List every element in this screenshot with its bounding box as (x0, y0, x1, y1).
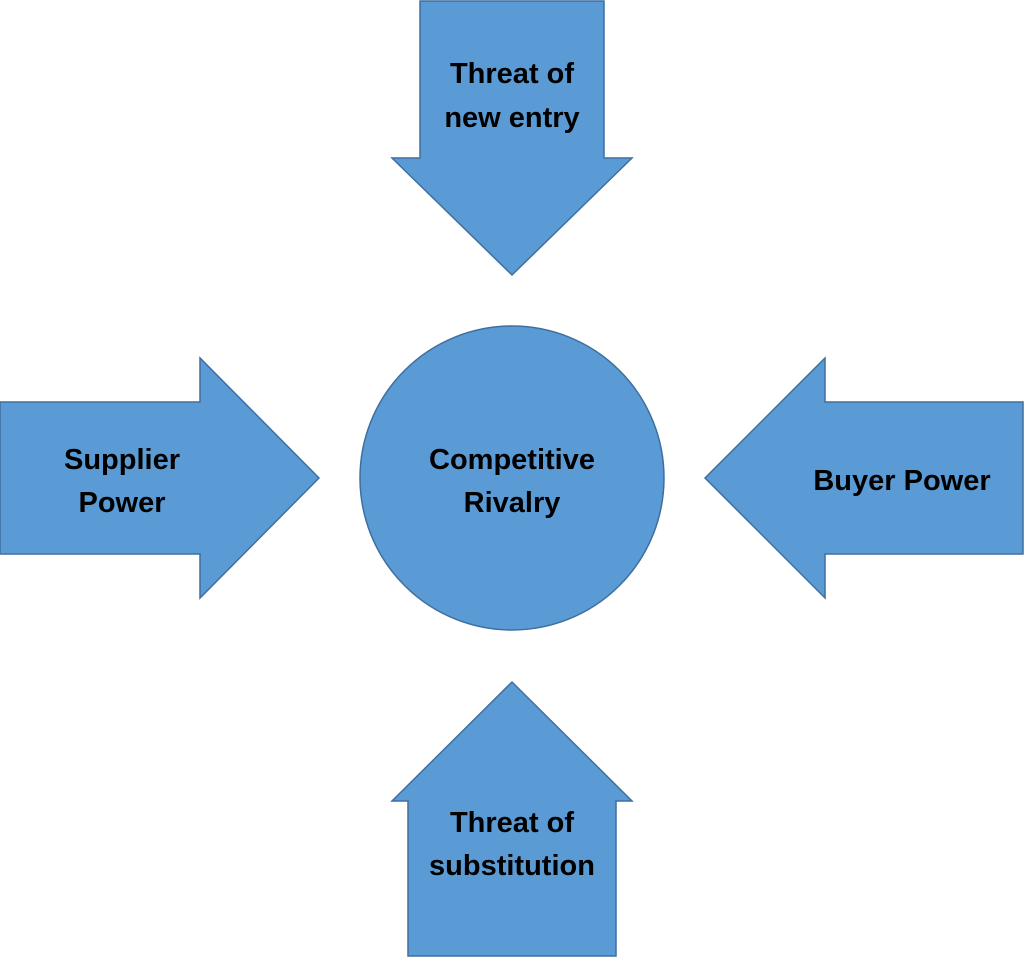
competitive-rivalry-label-line1: Competitive (429, 444, 595, 476)
threat-of-substitution-label-line1: Threat of (450, 807, 574, 839)
center-circle (359, 325, 665, 631)
supplier-power-label-line1: Supplier (64, 444, 180, 476)
threat-of-new-entry-arrow: Threat of new entry (390, 0, 634, 277)
threat-of-substitution-label-line2: substitution (429, 850, 595, 882)
buyer-power-arrow: Buyer Power (703, 356, 1024, 600)
right-arrow-shape (0, 356, 321, 600)
threat-of-new-entry-label-line2: new entry (444, 102, 579, 134)
buyer-power-label: Buyer Power (813, 465, 990, 497)
down-arrow-shape (390, 0, 634, 277)
left-arrow-shape (703, 356, 1024, 600)
supplier-power-label-line2: Power (78, 487, 165, 519)
threat-of-new-entry-label-line1: Threat of (450, 58, 574, 90)
up-arrow-shape (390, 680, 634, 957)
competitive-rivalry-node: Competitive Rivalry (359, 325, 665, 631)
supplier-power-arrow: Supplier Power (0, 356, 321, 600)
threat-of-substitution-arrow: Threat of substitution (390, 680, 634, 957)
competitive-rivalry-label-line2: Rivalry (464, 487, 561, 519)
